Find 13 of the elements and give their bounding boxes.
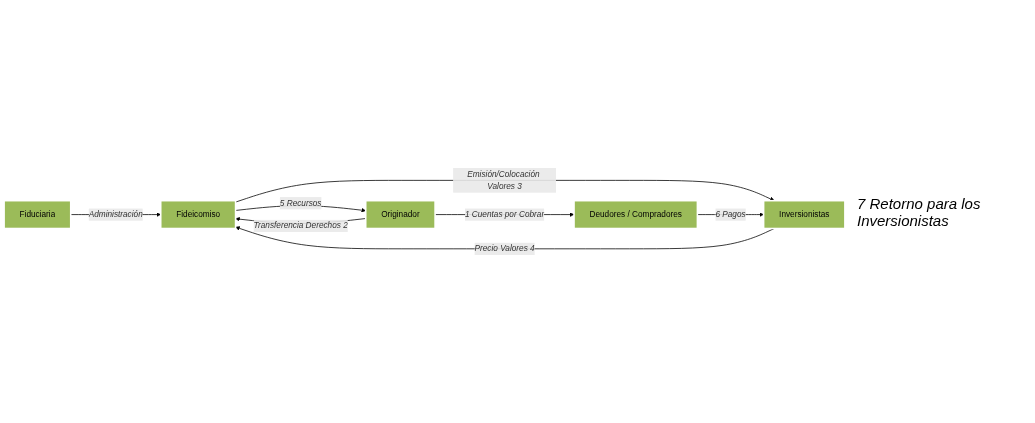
edge-label: 1 Cuentas por Cobrar xyxy=(464,209,545,219)
node-box: Fideicomiso xyxy=(159,199,237,230)
node-box: Fiduciaria xyxy=(3,199,72,230)
edge-label: Precio Valores 4 xyxy=(474,244,535,253)
node-box: Deudores / Compradores xyxy=(573,199,699,230)
edge-label: 5 Recursos xyxy=(279,198,322,208)
edge-label: 6 Pagos xyxy=(715,209,746,219)
edge-label: Transferencia Derechos 2 xyxy=(253,221,348,231)
edge-label: Emisión/Colocación Valores 3 xyxy=(467,169,540,191)
note-text: 7 Retorno para los Inversionistas xyxy=(857,194,982,229)
node-box: Inversionistas xyxy=(762,199,846,230)
edge-label: Administración xyxy=(88,209,143,219)
node-box: Originador xyxy=(364,199,436,230)
